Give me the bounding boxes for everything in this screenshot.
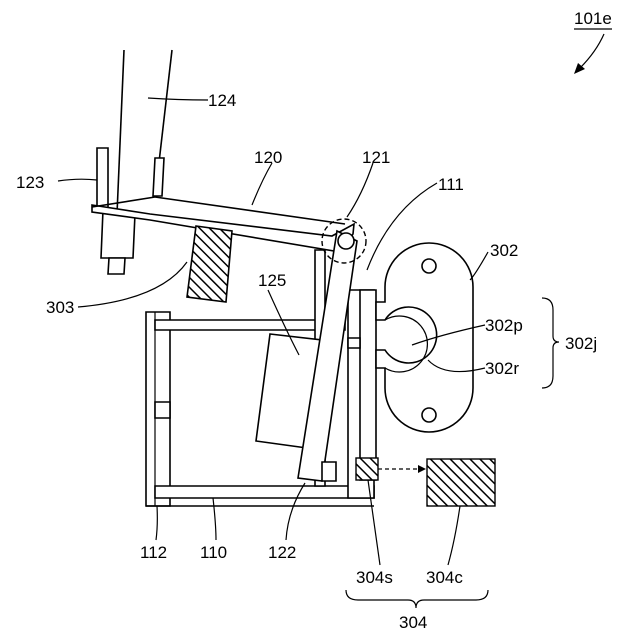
leader-120 bbox=[252, 163, 272, 205]
rod-assembly-124 bbox=[97, 50, 172, 274]
label-122: 122 bbox=[268, 543, 296, 562]
leader-110 bbox=[213, 498, 216, 540]
leader-304c bbox=[448, 506, 460, 565]
signal-arrowhead bbox=[418, 465, 426, 473]
leader-112 bbox=[156, 506, 157, 540]
label-302r: 302r bbox=[485, 359, 519, 378]
brace-304 bbox=[346, 590, 488, 608]
wall-111-step bbox=[348, 338, 360, 348]
label-302: 302 bbox=[490, 241, 518, 260]
sensor-304s bbox=[356, 458, 378, 480]
controller-304c bbox=[427, 459, 495, 506]
label-111: 111 bbox=[438, 175, 464, 194]
label-304: 304 bbox=[399, 613, 427, 632]
figure-ref-leader bbox=[580, 34, 604, 68]
label-304c: 304c bbox=[426, 568, 463, 587]
leader-124 bbox=[148, 98, 208, 100]
leader-302 bbox=[470, 252, 488, 280]
block-303 bbox=[187, 226, 232, 302]
figure-ref-label: 101e bbox=[574, 9, 612, 28]
leader-123 bbox=[58, 179, 97, 181]
rod-124-left-edge bbox=[117, 50, 124, 214]
leader-303 bbox=[78, 262, 187, 307]
figure-reference: 101e bbox=[574, 9, 612, 74]
label-303: 303 bbox=[46, 298, 74, 317]
label-110: 110 bbox=[200, 543, 227, 562]
label-121: 121 bbox=[362, 148, 390, 167]
leader-121 bbox=[347, 163, 373, 217]
label-125: 125 bbox=[258, 271, 286, 290]
plate-302-hole-top bbox=[422, 259, 436, 273]
label-302p: 302p bbox=[485, 316, 523, 335]
plate-302-hole-bottom bbox=[422, 408, 436, 422]
clamp-123-right bbox=[153, 158, 164, 196]
label-112: 112 bbox=[140, 543, 167, 562]
frame-112-notch bbox=[155, 402, 170, 418]
label-123: 123 bbox=[16, 173, 44, 192]
label-302j: 302j bbox=[565, 334, 597, 353]
housing-110-bottom-rail bbox=[155, 486, 374, 498]
shaft-123-tip bbox=[108, 258, 125, 274]
pivot-121-pin bbox=[338, 233, 354, 249]
label-304s: 304s bbox=[356, 568, 393, 587]
plate-302 bbox=[376, 243, 473, 432]
label-124: 124 bbox=[208, 91, 236, 110]
lever-122-foot bbox=[322, 462, 336, 481]
clamp-123-left bbox=[97, 148, 108, 210]
wall-111-inner bbox=[360, 290, 376, 480]
label-120: 120 bbox=[254, 148, 282, 167]
brace-302j bbox=[542, 298, 559, 388]
